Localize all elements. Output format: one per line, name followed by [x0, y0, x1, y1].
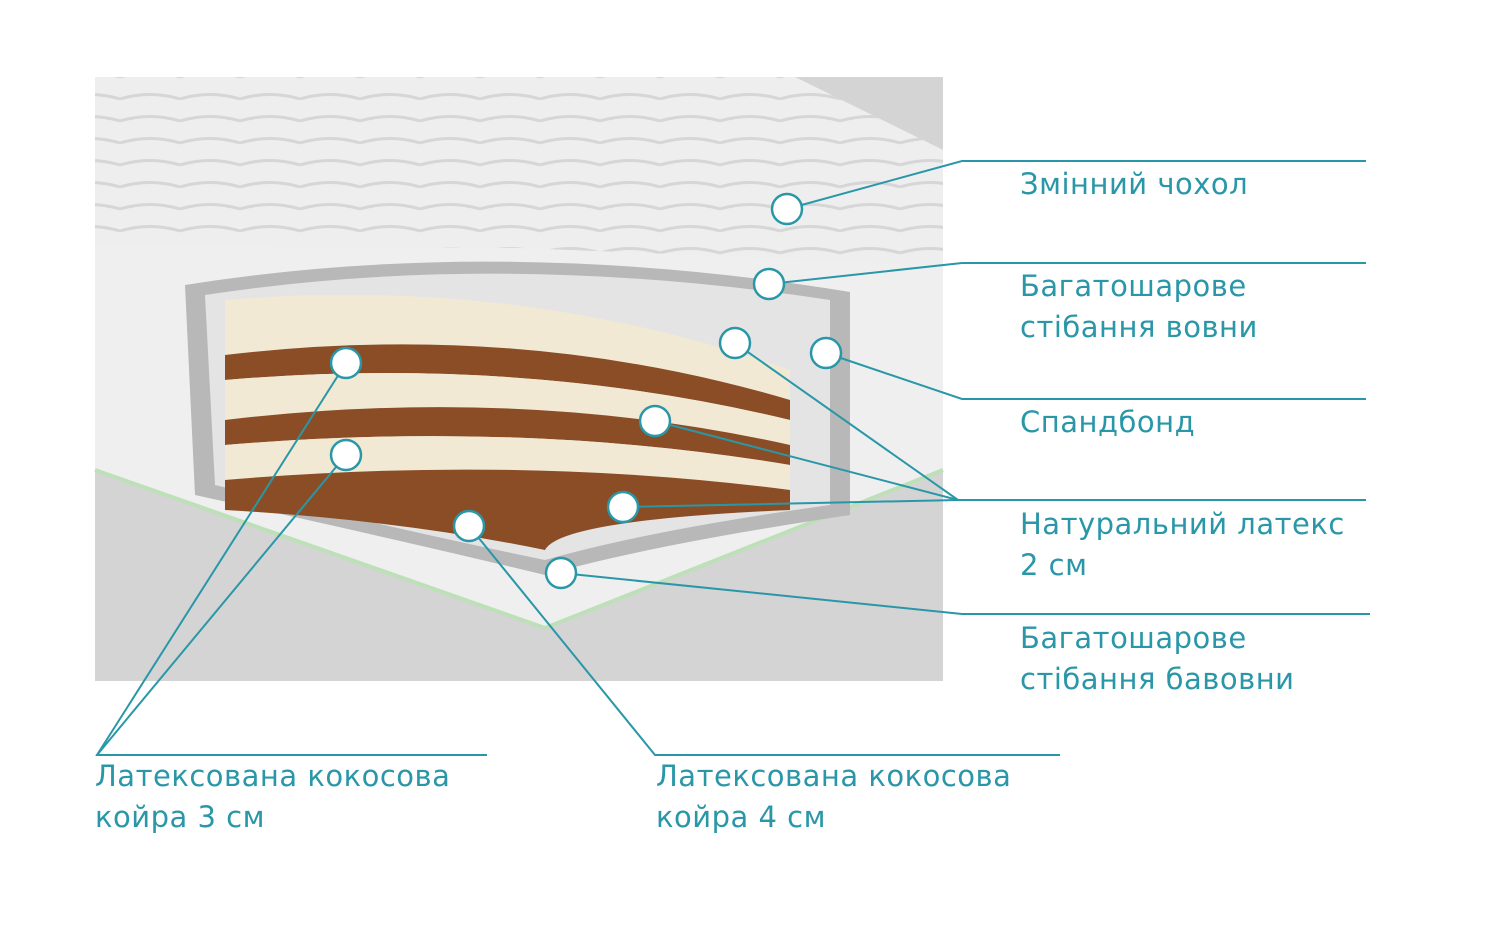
marker-spunbond	[809, 336, 843, 370]
mattress-top-cover	[95, 77, 943, 265]
label-wool: Багатошарове стібання вовни	[1020, 266, 1258, 348]
marker-cotton	[544, 556, 578, 590]
marker-latex	[606, 490, 640, 524]
marker-coir3	[329, 438, 363, 472]
latex-layer-1	[225, 294, 790, 400]
coir-layer-3	[225, 469, 790, 550]
label-spunbond: Спандбонд	[1020, 402, 1195, 443]
marker-cover	[770, 192, 804, 226]
marker-latex	[718, 326, 752, 360]
label-coir4-line1: Латексована кокосова	[656, 759, 1012, 793]
coir-layer-1	[225, 344, 790, 420]
label-coir4: Латексована кокосова койра 4 см	[656, 756, 1011, 838]
label-cotton-line2: стібання бавовни	[1020, 662, 1295, 696]
latex-layer-2	[225, 373, 790, 445]
label-cover: Змінний чохол	[1020, 164, 1248, 205]
label-coir3-line2: койра 3 см	[95, 800, 265, 834]
label-spunbond-text: Спандбонд	[1020, 405, 1196, 439]
label-latex-line1: Натуральний латекс	[1020, 507, 1345, 541]
label-wool-line2: стібання вовни	[1020, 310, 1258, 344]
marker-coir3	[329, 346, 363, 380]
marker-coir4	[452, 509, 486, 543]
label-wool-line1: Багатошарове	[1020, 269, 1247, 303]
label-coir3: Латексована кокосова койра 3 см	[95, 756, 450, 838]
marker-wool	[752, 267, 786, 301]
leader-lines	[95, 160, 1370, 756]
label-cotton: Багатошарове стібання бавовни	[1020, 618, 1295, 700]
label-latex-line2: 2 см	[1020, 548, 1088, 582]
label-coir4-line2: койра 4 см	[656, 800, 826, 834]
label-cover-text: Змінний чохол	[1020, 167, 1249, 201]
label-coir3-line1: Латексована кокосова	[95, 759, 451, 793]
label-latex: Натуральний латекс 2 см	[1020, 504, 1345, 586]
latex-layer-3	[225, 436, 790, 490]
marker-latex	[638, 404, 672, 438]
label-cotton-line1: Багатошарове	[1020, 621, 1247, 655]
